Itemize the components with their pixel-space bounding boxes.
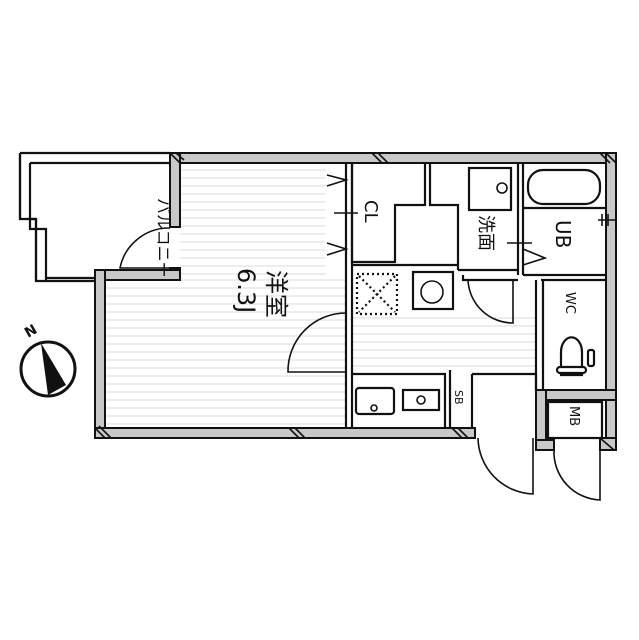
washroom-door xyxy=(467,279,514,324)
balcony-label: バルコニー xyxy=(154,198,173,278)
fridge-space xyxy=(355,272,399,316)
meter-box xyxy=(546,400,604,440)
western-room-size: 6.3J xyxy=(232,268,260,313)
washroom-door-marks xyxy=(507,214,616,266)
closet-label: CL xyxy=(360,200,381,223)
washroom-label: 洗面 xyxy=(475,215,496,251)
mb-door xyxy=(553,449,601,501)
interior-walls xyxy=(344,163,606,428)
unit-bath-label: UB xyxy=(551,220,575,248)
toilet xyxy=(559,336,584,377)
balcony-area xyxy=(18,151,170,283)
western-room-floor xyxy=(105,169,536,425)
washbasin xyxy=(467,166,513,212)
room-labels: 洋室 6.3J バルコニー CL 洗面 UB WC MB SB N xyxy=(22,198,581,426)
doors xyxy=(119,227,601,501)
bathtub xyxy=(526,168,602,206)
compass-north-label: N xyxy=(22,322,40,342)
entrance-door xyxy=(477,437,534,495)
toilet-label: WC xyxy=(562,292,577,314)
stove xyxy=(401,388,441,412)
western-room-door xyxy=(287,312,347,373)
fixtures xyxy=(354,166,604,440)
shoe-box-label: SB xyxy=(452,390,465,405)
outer-walls xyxy=(94,152,617,451)
meter-box-label: MB xyxy=(566,406,581,426)
kitchen-sink xyxy=(354,386,396,416)
balcony-door xyxy=(119,227,171,269)
compass-icon xyxy=(19,340,77,398)
closet-door-marks xyxy=(326,174,358,256)
western-room-label: 洋室 xyxy=(262,270,290,318)
